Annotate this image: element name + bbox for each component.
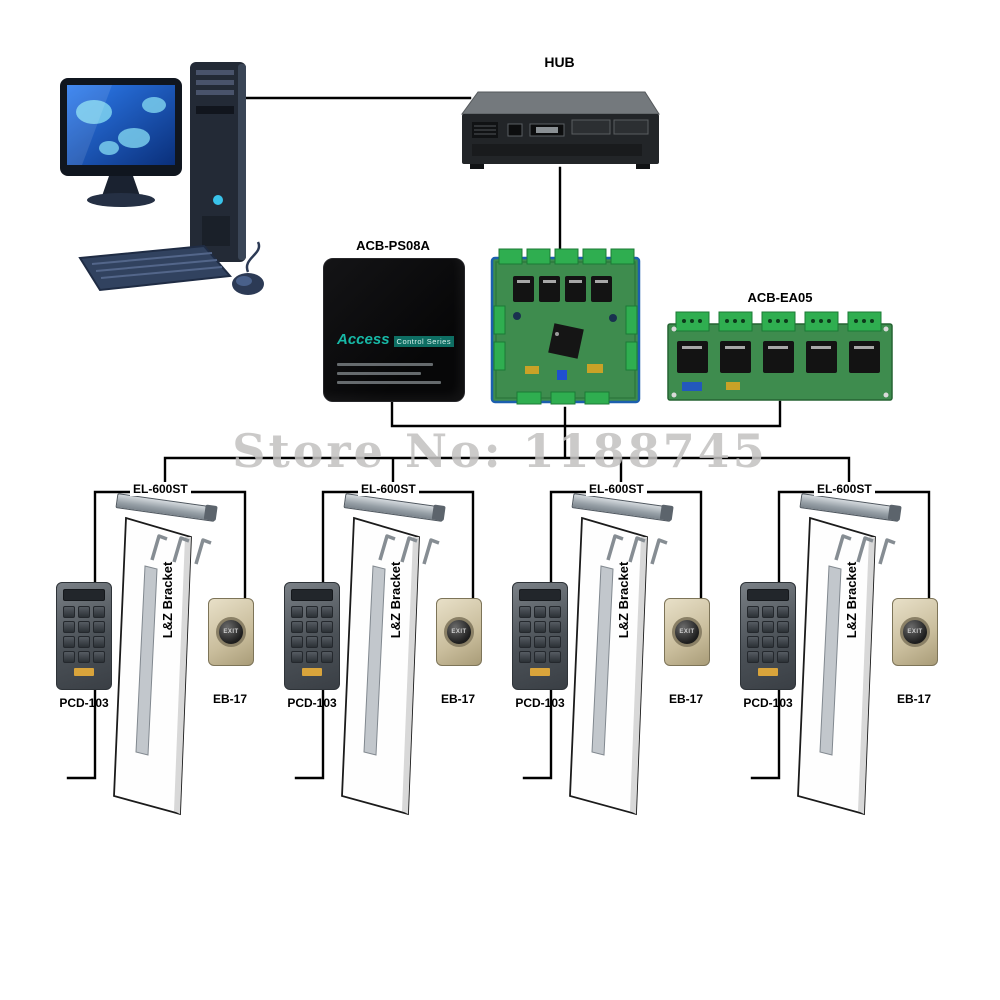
keypad-brand-badge bbox=[302, 668, 322, 676]
monitor bbox=[60, 78, 182, 207]
keypad-reader bbox=[284, 582, 340, 690]
door-leaf bbox=[341, 516, 420, 816]
mouse bbox=[232, 241, 264, 295]
power-supply-label: ACB-PS08A bbox=[356, 238, 430, 253]
keypad-reader bbox=[512, 582, 568, 690]
keypad-brand-badge bbox=[758, 668, 778, 676]
maglock-label: EL-600ST bbox=[130, 482, 191, 496]
power-supply-spec-lines bbox=[337, 357, 447, 390]
door-group-1: EL-600ST L&Z Bracket PCD-103 EXIT bbox=[56, 480, 292, 840]
door-leaf bbox=[569, 516, 648, 816]
door-leaf bbox=[797, 516, 876, 816]
exit-button-face: EXIT bbox=[216, 617, 246, 647]
keypad-reader bbox=[56, 582, 112, 690]
bracket-pieces bbox=[606, 534, 668, 565]
computer-illustration bbox=[52, 50, 277, 315]
keyboard bbox=[78, 244, 233, 292]
maglock-label: EL-600ST bbox=[358, 482, 419, 496]
exit-button: EXIT bbox=[208, 598, 254, 666]
reader-label: PCD-103 bbox=[287, 696, 337, 710]
exit-button-label: EB-17 bbox=[440, 692, 475, 706]
bracket-label: L&Z Bracket bbox=[616, 561, 631, 639]
exit-button-text: EXIT bbox=[907, 629, 923, 635]
exit-button: EXIT bbox=[664, 598, 710, 666]
keypad-display bbox=[63, 589, 105, 601]
keypad-reader bbox=[740, 582, 796, 690]
power-supply-brand: Access Control Series bbox=[337, 331, 455, 348]
exit-button-label: EB-17 bbox=[668, 692, 703, 706]
maglock-label: EL-600ST bbox=[814, 482, 875, 496]
keypad-keys bbox=[747, 606, 789, 663]
keypad-display bbox=[291, 589, 333, 601]
bracket-pieces bbox=[378, 534, 440, 565]
bracket-pieces bbox=[150, 534, 212, 565]
keypad-keys bbox=[519, 606, 561, 663]
keypad-display bbox=[747, 589, 789, 601]
door-group-2: EL-600ST L&Z Bracket PCD-103 EXIT bbox=[284, 480, 520, 840]
exit-button-label: EB-17 bbox=[896, 692, 931, 706]
maglock-label: EL-600ST bbox=[586, 482, 647, 496]
power-supply-box: Access Control Series bbox=[323, 258, 465, 402]
keypad-brand-badge bbox=[74, 668, 94, 676]
door-leaf bbox=[113, 516, 192, 816]
keypad-keys bbox=[291, 606, 333, 663]
reader-label: PCD-103 bbox=[59, 696, 109, 710]
exit-button-text: EXIT bbox=[679, 629, 695, 635]
exit-button: EXIT bbox=[892, 598, 938, 666]
exit-button: EXIT bbox=[436, 598, 482, 666]
hub-label: HUB bbox=[544, 54, 575, 70]
exit-button-face: EXIT bbox=[672, 617, 702, 647]
exit-button-text: EXIT bbox=[451, 629, 467, 635]
exit-button-face: EXIT bbox=[444, 617, 474, 647]
keypad-display bbox=[519, 589, 561, 601]
door-group-4: EL-600ST L&Z Bracket PCD-103 EXIT bbox=[740, 480, 976, 840]
exit-button-text: EXIT bbox=[223, 629, 239, 635]
bracket-label: L&Z Bracket bbox=[388, 561, 403, 639]
bracket-label: L&Z Bracket bbox=[844, 561, 859, 639]
brand-name: Access bbox=[337, 331, 390, 348]
brand-suffix: Control Series bbox=[393, 336, 455, 347]
exit-button-label: EB-17 bbox=[212, 692, 247, 706]
extension-board bbox=[666, 308, 894, 406]
bracket-label: L&Z Bracket bbox=[160, 561, 175, 639]
keypad-keys bbox=[63, 606, 105, 663]
exit-button-face: EXIT bbox=[900, 617, 930, 647]
extension-board-label: ACB-EA05 bbox=[747, 290, 813, 305]
door-group-3: EL-600ST L&Z Bracket PCD-103 EXIT bbox=[512, 480, 748, 840]
controller-board bbox=[487, 246, 644, 409]
keypad-brand-badge bbox=[530, 668, 550, 676]
reader-label: PCD-103 bbox=[515, 696, 565, 710]
hub-device bbox=[452, 78, 667, 174]
reader-label: PCD-103 bbox=[743, 696, 793, 710]
tower bbox=[190, 62, 246, 262]
bracket-pieces bbox=[834, 534, 896, 565]
